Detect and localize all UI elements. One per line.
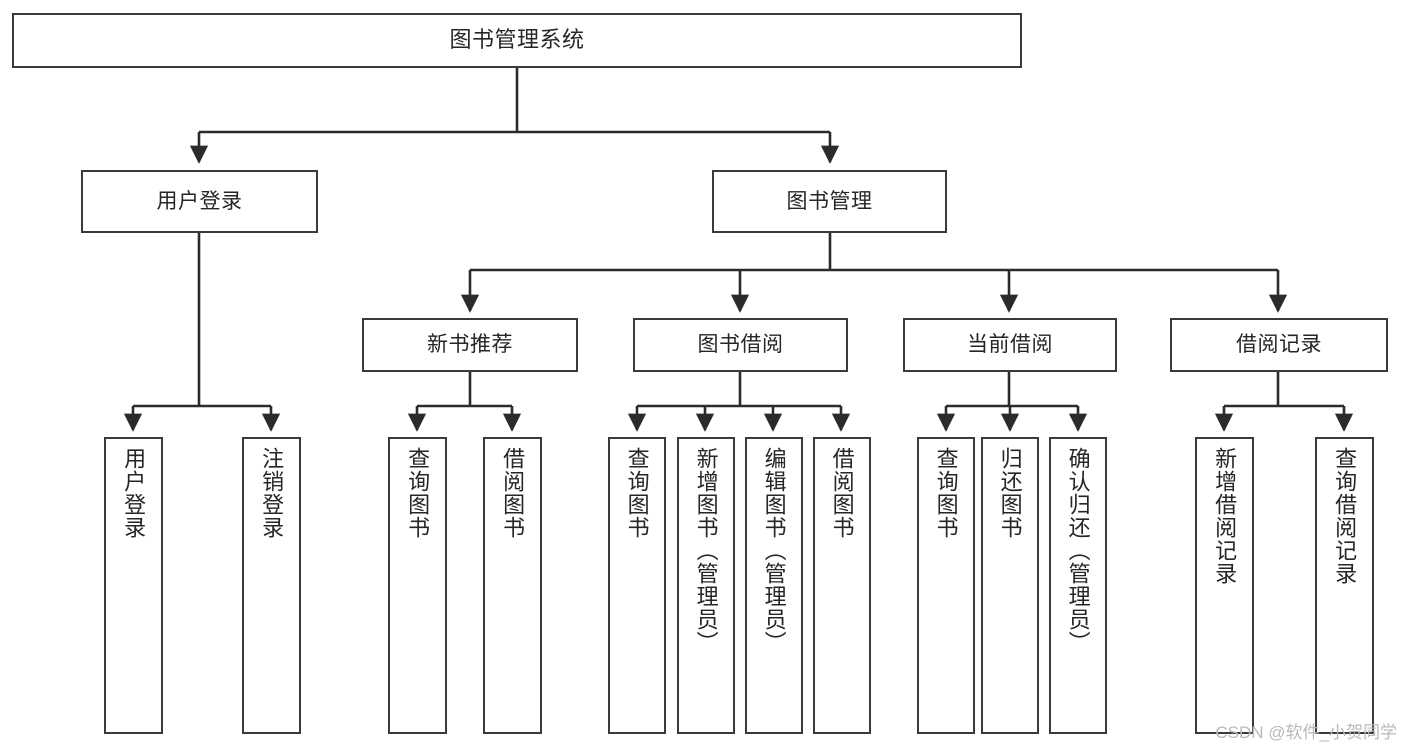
leaf-borrow-record-query[interactable]: 查询借阅记录 xyxy=(1315,437,1374,734)
node-label: 图书借阅 xyxy=(697,333,784,357)
node-new-book-recommend[interactable]: 新书推荐 xyxy=(362,318,578,372)
node-label: 新增图书（管理员） xyxy=(693,447,719,654)
leaf-book-borrow-query[interactable]: 查询图书 xyxy=(608,437,666,734)
node-label: 新书推荐 xyxy=(427,333,513,357)
leaf-current-borrow-confirm-return[interactable]: 确认归还（管理员） xyxy=(1049,437,1107,734)
node-label: 借阅记录 xyxy=(1236,333,1322,357)
node-label: 确认归还（管理员） xyxy=(1065,447,1091,654)
node-book-borrow[interactable]: 图书借阅 xyxy=(633,318,848,372)
leaf-user-login-logout[interactable]: 注销登录 xyxy=(242,437,301,734)
node-label: 借阅图书 xyxy=(829,447,855,539)
leaf-current-borrow-return[interactable]: 归还图书 xyxy=(981,437,1039,734)
node-label: 编辑图书（管理员） xyxy=(761,447,787,654)
leaf-current-borrow-query[interactable]: 查询图书 xyxy=(917,437,975,734)
node-label: 借阅图书 xyxy=(500,447,526,539)
node-borrow-record[interactable]: 借阅记录 xyxy=(1170,318,1388,372)
node-label: 新增借阅记录 xyxy=(1212,447,1238,585)
node-user-login[interactable]: 用户登录 xyxy=(81,170,318,233)
node-label: 查询图书 xyxy=(405,447,431,539)
node-label: 注销登录 xyxy=(259,447,285,539)
node-label: 查询图书 xyxy=(933,447,959,539)
node-label: 查询图书 xyxy=(624,447,650,539)
node-label: 图书管理 xyxy=(786,189,873,213)
csdn-watermark: CSDN @软件_小贺同学 xyxy=(1215,723,1397,742)
node-label: 用户登录 xyxy=(121,447,147,539)
node-label: 归还图书 xyxy=(997,447,1023,539)
leaf-user-login-login[interactable]: 用户登录 xyxy=(104,437,163,734)
leaf-book-borrow-edit[interactable]: 编辑图书（管理员） xyxy=(745,437,803,734)
node-root-system[interactable]: 图书管理系统 xyxy=(12,13,1022,68)
node-current-borrow[interactable]: 当前借阅 xyxy=(903,318,1117,372)
node-label: 图书管理系统 xyxy=(449,27,585,53)
leaf-new-book-borrow[interactable]: 借阅图书 xyxy=(483,437,542,734)
leaf-new-book-query[interactable]: 查询图书 xyxy=(388,437,447,734)
node-label: 查询借阅记录 xyxy=(1332,447,1358,585)
node-label: 当前借阅 xyxy=(967,333,1053,357)
leaf-book-borrow-borrow[interactable]: 借阅图书 xyxy=(813,437,871,734)
leaf-book-borrow-add[interactable]: 新增图书（管理员） xyxy=(677,437,735,734)
node-book-management[interactable]: 图书管理 xyxy=(712,170,947,233)
leaf-borrow-record-add[interactable]: 新增借阅记录 xyxy=(1195,437,1254,734)
node-label: 用户登录 xyxy=(156,189,243,213)
